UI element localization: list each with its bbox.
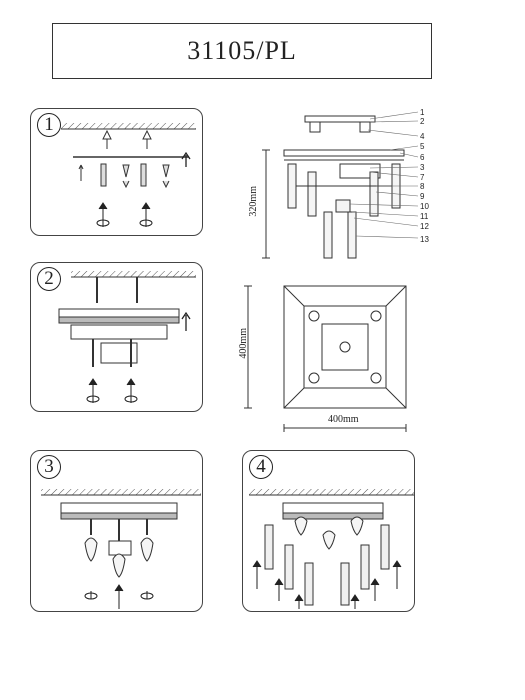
step-3-panel: 3 — [30, 450, 203, 612]
callout-10: 10 — [420, 202, 429, 211]
height-dimension-label: 320mm — [248, 186, 259, 217]
step-1-panel: 1 — [30, 108, 203, 236]
model-number: 31105/PL — [187, 36, 297, 65]
callout-11: 11 — [420, 212, 429, 221]
depth-dimension-label: 400mm — [238, 328, 249, 359]
callout-12: 12 — [420, 222, 429, 231]
step-4-illustration — [249, 489, 414, 609]
step-3-illustration — [41, 489, 201, 609]
step-2-illustration — [58, 271, 196, 403]
step-2-panel: 2 — [30, 262, 203, 412]
callout-4: 4 — [420, 132, 425, 141]
side-view-diagram — [262, 111, 419, 259]
step-4-number: 4 — [249, 455, 273, 479]
callout-3: 3 — [420, 163, 425, 172]
model-title-box: 31105/PL — [52, 23, 432, 79]
width-dimension-label: 400mm — [328, 414, 359, 425]
step-1-illustration — [61, 123, 196, 227]
top-view-diagram — [244, 285, 407, 432]
callout-1: 1 — [420, 108, 425, 117]
callout-5: 5 — [420, 142, 425, 151]
step-1-number: 1 — [37, 113, 61, 137]
step-4-panel: 4 — [242, 450, 415, 612]
step-2-number: 2 — [37, 267, 61, 291]
callout-7: 7 — [420, 173, 425, 182]
callout-8: 8 — [420, 182, 425, 191]
callout-6: 6 — [420, 153, 425, 162]
step-3-number: 3 — [37, 455, 61, 479]
callout-2: 2 — [420, 117, 425, 126]
callout-13: 13 — [420, 235, 429, 244]
callout-9: 9 — [420, 192, 425, 201]
